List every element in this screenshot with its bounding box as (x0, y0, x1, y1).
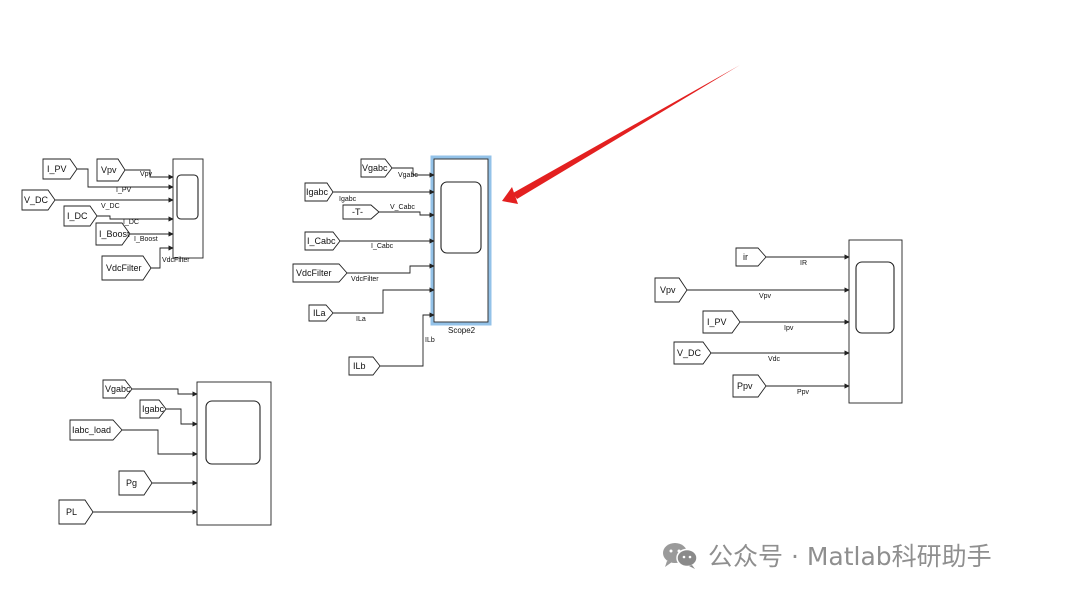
from-tag-g3-pg[interactable] (118, 470, 153, 496)
from-tag-label-g1-vdc: V_DC (24, 195, 49, 205)
from-tag-label-g1-vpv: Vpv (101, 165, 117, 175)
scope-group-pv-array: IR Vpv Ipv Vdc Ppv ir Vpv I_PV V_DC Ppv (654, 239, 903, 404)
from-tag-g2-vgabc[interactable] (360, 158, 393, 178)
from-tag-g2-ila[interactable] (308, 304, 334, 322)
signal-label-g4-ppv: Ppv (797, 389, 810, 396)
signal-label-g1-vdcfilter: VdcFilter (162, 257, 190, 264)
from-tag-g4-vpv[interactable] (654, 277, 688, 303)
from-tag-g1-iboost[interactable] (95, 222, 131, 246)
scope2-screen (440, 181, 482, 254)
from-tag-g4-ir[interactable] (735, 247, 767, 267)
from-tag-label-g3-vgabc: Vgabc (105, 384, 131, 394)
signal-label-g2-vdcfilter: VdcFilter (351, 276, 379, 283)
scope-group-power: Vgabc Igabc Iabc_load Pg PL (58, 379, 272, 526)
wire-g2-vcabc (379, 211, 435, 218)
wire-g3-vgabc (132, 388, 198, 397)
goto-tag-label-g2-t: -T- (352, 207, 363, 217)
wire-g2-vgabc (392, 167, 435, 178)
from-tag-g3-igabc[interactable] (139, 399, 167, 419)
wire-g3-igabc (166, 408, 198, 427)
from-tag-label-g4-vpv: Vpv (660, 285, 676, 295)
signal-label-g2-ila: ILa (356, 316, 366, 323)
watermark-text: 公众号 · Matlab科研助手 (708, 542, 992, 571)
scope-block-3-screen (205, 400, 261, 465)
from-tag-label-g3-pl: PL (66, 507, 77, 517)
red-arrow-shaft (513, 65, 740, 199)
signal-label-g4-ipv: Ipv (784, 325, 794, 332)
from-tag-g3-pl[interactable] (58, 499, 94, 525)
signal-label-g2-igabc: Igabc (339, 196, 357, 203)
from-tag-label-g2-icabc: I_Cabc (307, 236, 336, 246)
from-tag-label-g4-ipv: I_PV (707, 317, 727, 327)
from-tag-g2-ilb[interactable] (348, 356, 381, 376)
from-tag-g2-igabc[interactable] (304, 182, 334, 202)
from-tag-g4-ipv[interactable] (702, 310, 741, 334)
signal-label-g1-idc: I_DC (123, 219, 139, 226)
wire-g2-vdcfilter (347, 263, 435, 274)
from-tag-g3-vgabc[interactable] (102, 379, 133, 399)
from-tag-label-g1-iboost: I_Boost (99, 229, 130, 239)
from-tag-label-g1-vdcfilter: VdcFilter (106, 263, 142, 273)
scope-block-1-screen (176, 174, 199, 220)
from-tag-label-g2-vdcfilter: VdcFilter (296, 268, 332, 278)
from-tag-label-g4-ir: ir (743, 252, 748, 262)
wire-g1-idc (97, 215, 174, 222)
watermark: 公众号 · Matlab科研助手 (660, 537, 992, 573)
scope2-label[interactable]: Scope2 (448, 326, 476, 335)
red-annotation-arrow (502, 65, 740, 204)
goto-tag-g2-t[interactable] (342, 204, 380, 220)
signal-label-g2-icabc: I_Cabc (371, 243, 394, 250)
signal-label-g2-vgabc: Vgabc (398, 172, 418, 179)
from-tag-label-g1-ipv: I_PV (47, 164, 67, 174)
scope-block-4-screen (855, 261, 895, 334)
wire-g1-vdcfilter (151, 245, 174, 269)
signal-label-g1-ipv: I_PV (116, 187, 132, 194)
from-tag-label-g3-iabcload: Iabc_load (72, 425, 111, 435)
wire-g1-vpv (125, 169, 174, 180)
signal-label-g1-iboost: I_Boost (134, 236, 158, 243)
signal-label-g1-vpv: Vpv (140, 171, 153, 178)
from-tag-label-g2-vgabc: Vgabc (362, 163, 388, 173)
wire-g2-ila (333, 287, 435, 314)
signal-label-g2-ilb: ILb (425, 337, 435, 344)
wire-g3-iabcload (122, 429, 198, 457)
from-tag-g1-idc[interactable] (63, 205, 98, 227)
from-tag-g1-vdcfilter[interactable] (101, 255, 152, 281)
from-tag-g4-ppv[interactable] (732, 374, 767, 398)
signal-label-g1-vdc: V_DC (101, 203, 120, 210)
red-arrow-head (502, 187, 518, 204)
from-tag-g2-icabc[interactable] (304, 231, 341, 251)
from-tag-g2-vdcfilter[interactable] (292, 263, 348, 283)
from-tag-label-g2-ila: ILa (313, 308, 326, 318)
scope-group-grid: Scope2 Vgabc Igabc V_Cabc I_Cabc VdcFilt… (292, 155, 492, 376)
from-tag-g1-ipv[interactable] (42, 158, 78, 180)
from-tag-g1-vdc[interactable] (21, 189, 56, 211)
from-tag-label-g4-vdc: V_DC (677, 348, 702, 358)
from-tag-g4-vdc[interactable] (673, 341, 712, 365)
signal-label-g4-vpv: Vpv (759, 293, 772, 300)
from-tag-label-g2-ilb: ILb (353, 361, 366, 371)
from-tag-label-g4-ppv: Ppv (737, 381, 753, 391)
wire-g1-ipv (70, 168, 174, 190)
signal-label-g4-vdc: Vdc (768, 356, 781, 363)
wire-g2-ilb (380, 312, 435, 367)
signal-label-g2-vcabc: V_Cabc (390, 204, 415, 211)
from-tag-g1-vpv[interactable] (96, 158, 126, 182)
from-tag-label-g2-igabc: Igabc (306, 187, 329, 197)
signal-label-g4-ir: IR (800, 260, 807, 267)
wechat-icon (663, 543, 698, 569)
scope-group-pv-boost: Vpv I_PV V_DC I_DC I_Boost VdcFilter I_P… (21, 158, 204, 281)
from-tag-label-g3-igabc: Igabc (142, 404, 165, 414)
from-tag-g3-iabcload[interactable] (69, 419, 123, 441)
from-tag-label-g3-pg: Pg (126, 478, 137, 488)
from-tag-label-g1-idc: I_DC (67, 211, 88, 221)
